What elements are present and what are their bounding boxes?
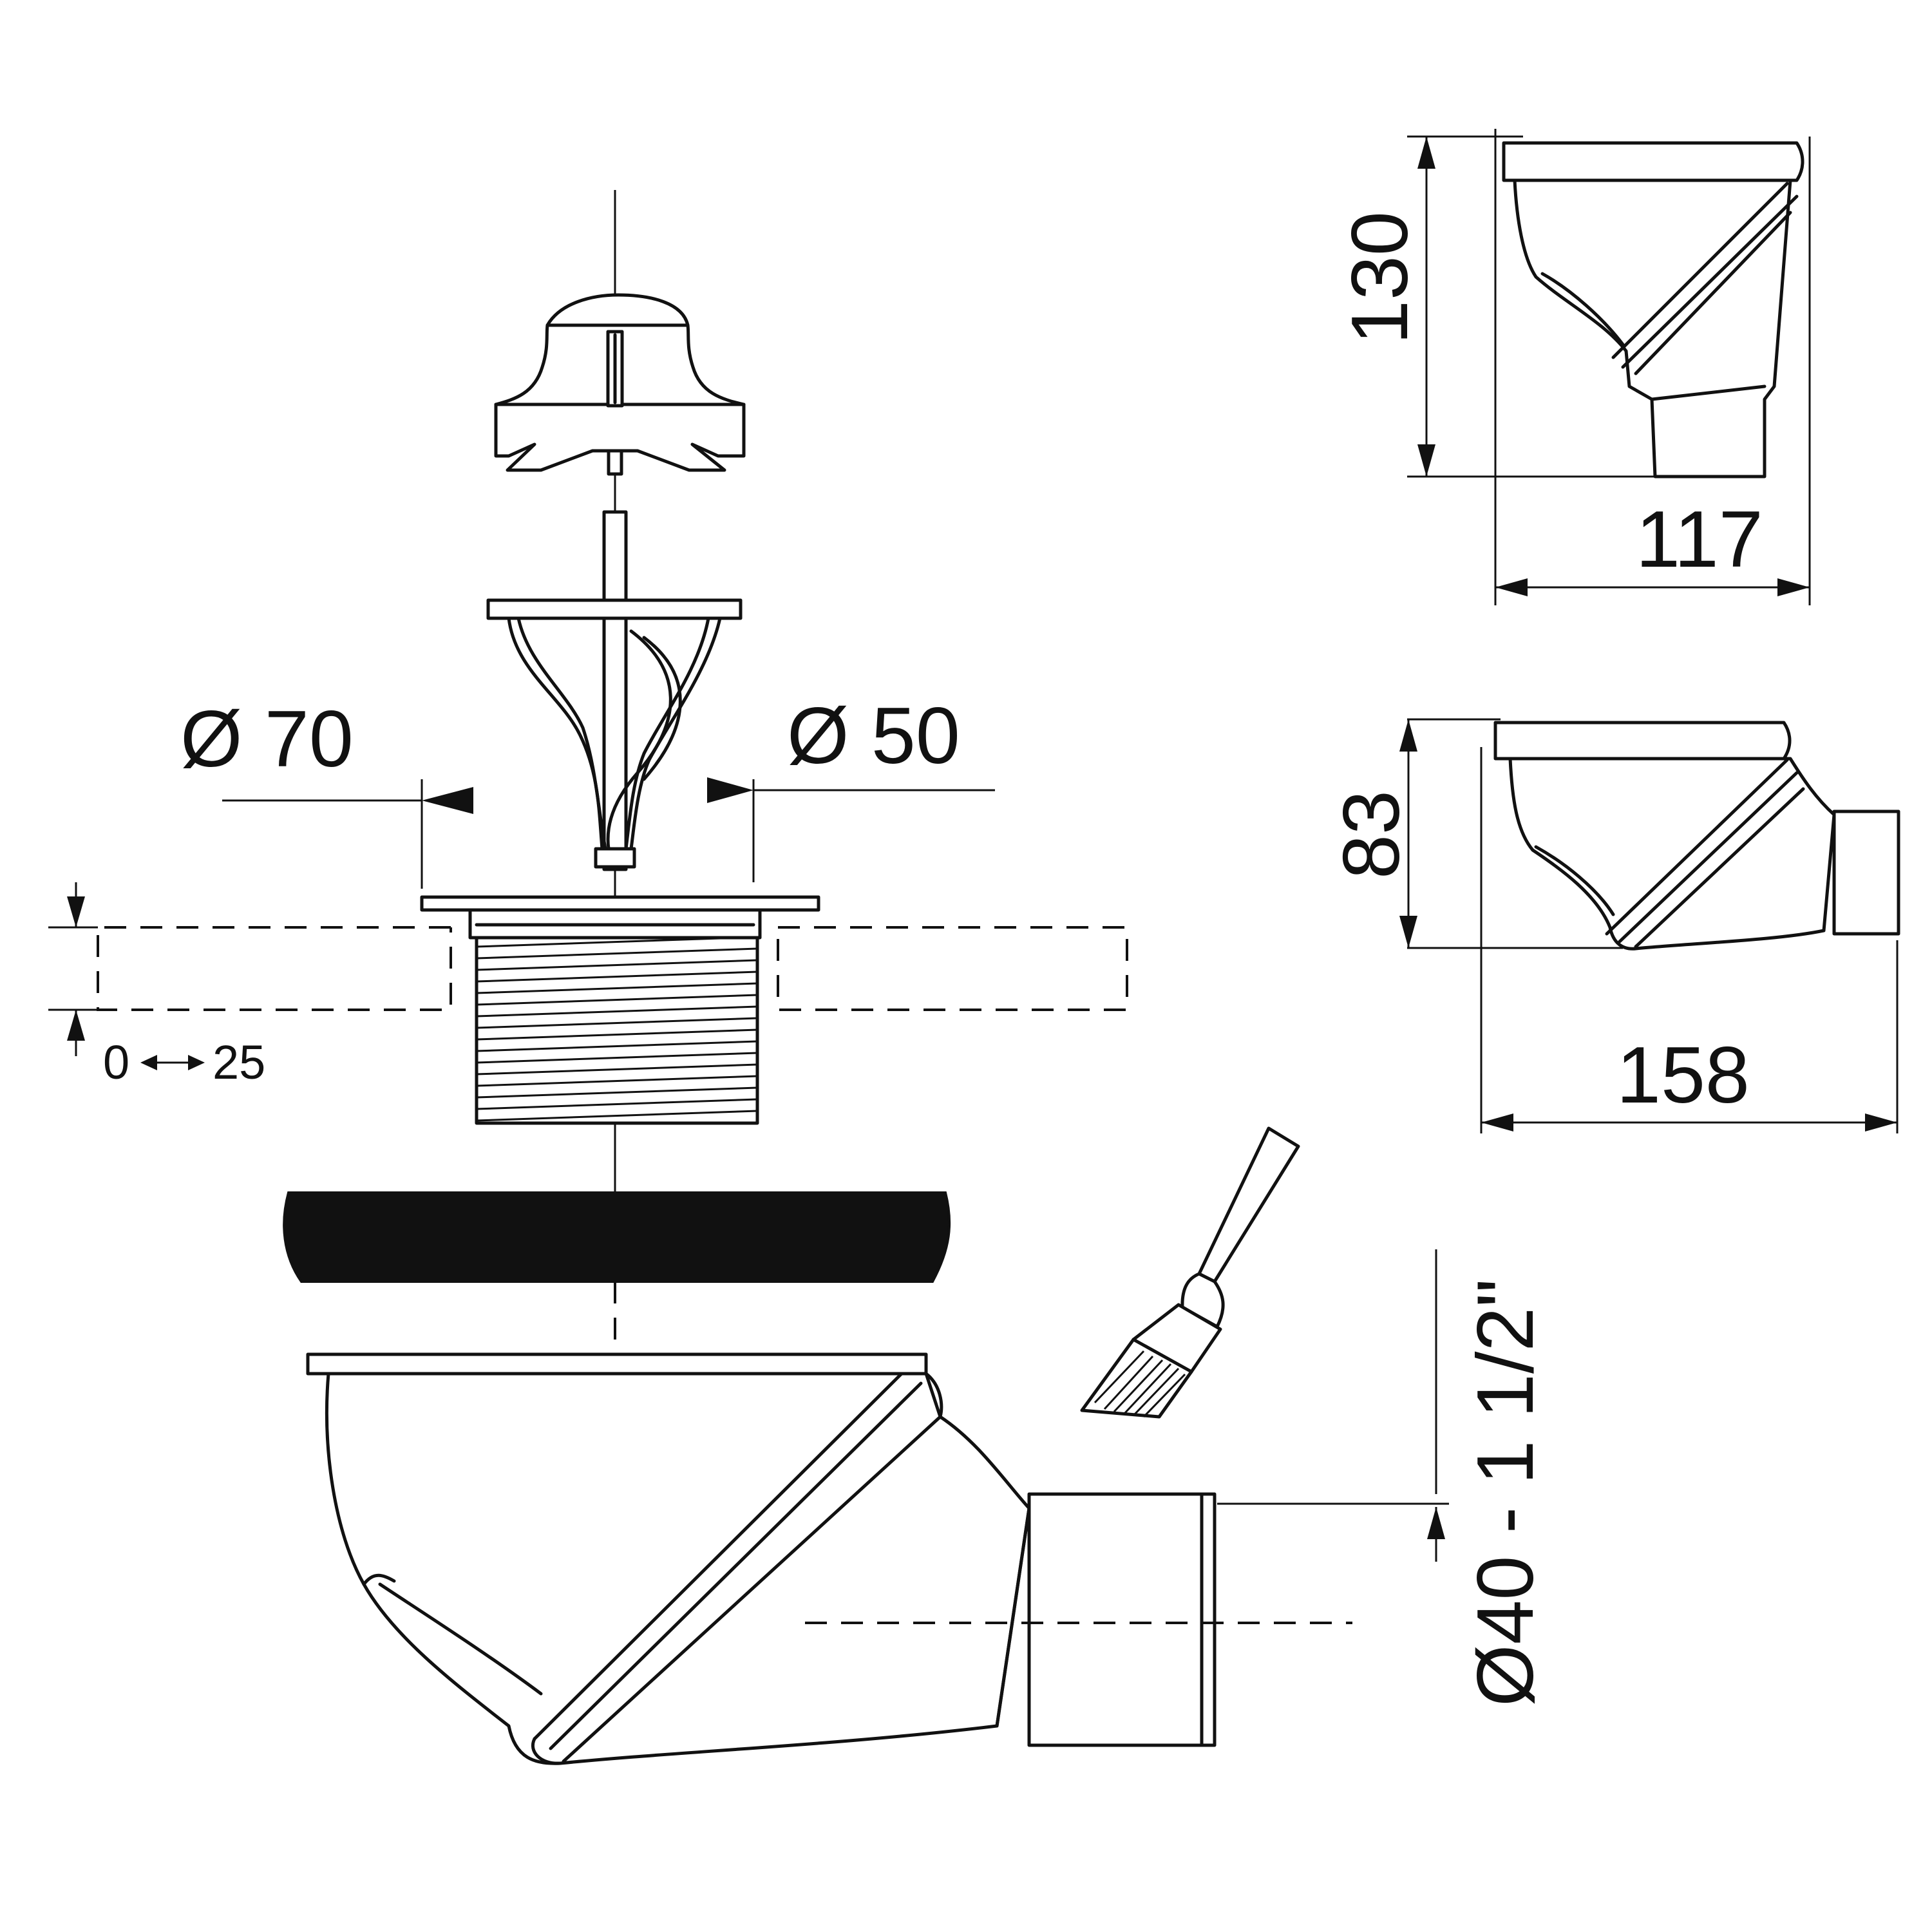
label-dia-50: Ø 50	[787, 692, 960, 781]
brush-icon	[1080, 1126, 1300, 1419]
basket-spindle	[486, 510, 743, 871]
label-dia-70: Ø 70	[180, 695, 354, 784]
dim-70	[222, 779, 473, 889]
dim-outlet	[1217, 1249, 1449, 1562]
rubber-seal	[283, 1191, 951, 1283]
label-width-158: 158	[1616, 1031, 1750, 1120]
label-range-max: 25	[213, 1036, 265, 1089]
view-vertical-outlet	[1407, 129, 1811, 605]
label-outlet-diameter: Ø40 - 1 1/2"	[1461, 1279, 1550, 1707]
dim-50	[707, 777, 995, 882]
dim-tray-thickness	[48, 882, 205, 1070]
view-horizontal-outlet	[1399, 718, 1900, 1133]
label-range-min: 0	[103, 1036, 129, 1089]
strainer-cap	[494, 293, 746, 476]
label-height-83: 83	[1327, 790, 1416, 879]
trap-body	[306, 1352, 1217, 1765]
label-height-130: 130	[1336, 211, 1425, 345]
threaded-body	[420, 895, 820, 1125]
label-width-117: 117	[1636, 495, 1763, 584]
